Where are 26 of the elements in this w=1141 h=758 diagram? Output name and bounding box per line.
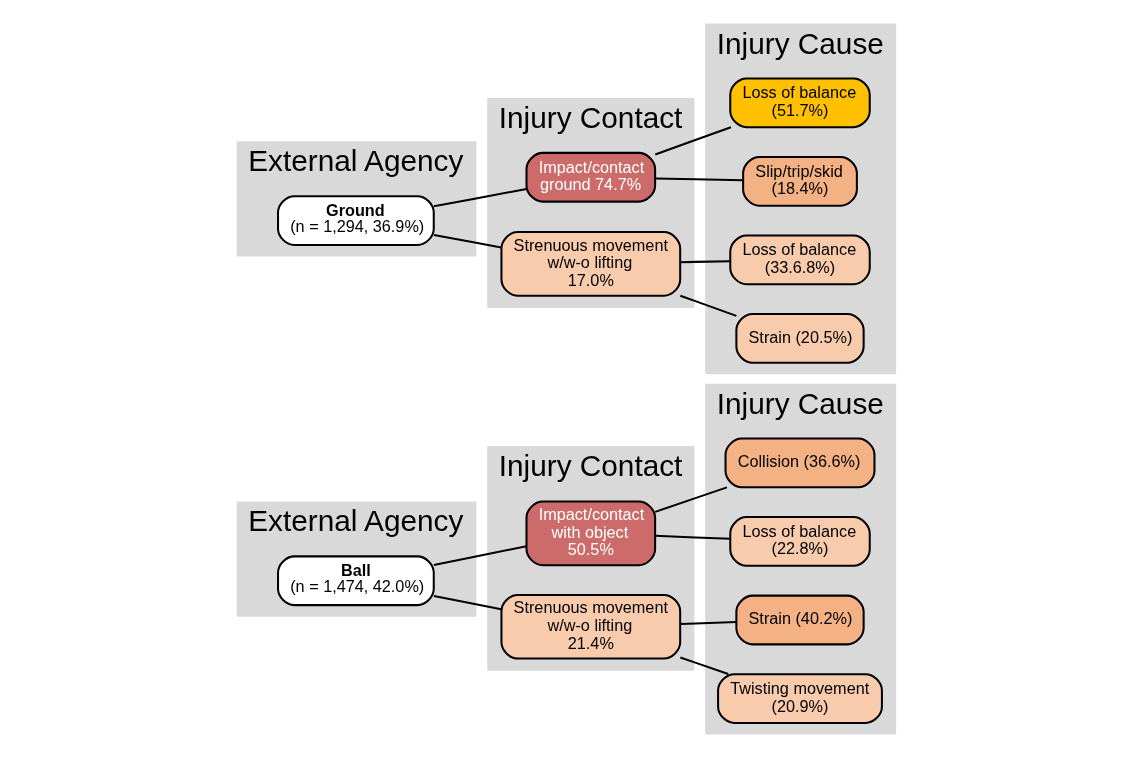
node-box: Loss of balance (51.7%) <box>729 77 871 129</box>
connector <box>433 545 527 567</box>
connector <box>680 621 737 625</box>
node-box: Impact/contact ground 74.7% <box>525 151 657 203</box>
node-box: Ground (n = 1,294, 36.9%) <box>277 195 435 246</box>
connector <box>654 126 732 156</box>
connector <box>433 233 502 249</box>
node-box: Twisting movement (20.9%) <box>717 673 883 724</box>
node-box: Ball (n = 1,474, 42.0%) <box>277 555 435 607</box>
node-box: Strain (20.5%) <box>735 313 865 364</box>
connector <box>433 188 527 208</box>
connector <box>680 294 737 317</box>
connector <box>433 594 502 611</box>
connector <box>655 177 743 182</box>
node-box: Strain (40.2%) <box>735 594 865 646</box>
node-box: Loss of balance (33.6.8%) <box>729 234 871 286</box>
connector <box>680 656 729 676</box>
node-box: Strenuous movement w/w-o lifting 21.4% <box>500 593 682 660</box>
connector <box>680 260 731 264</box>
node-box: Slip/trip/skid (18.4%) <box>742 155 858 207</box>
node-box: Loss of balance (22.8%) <box>729 516 871 567</box>
node-box: Impact/contact with object 50.5% <box>525 500 657 567</box>
connector <box>655 534 731 540</box>
connector <box>654 486 728 513</box>
node-box: Strenuous movement w/w-o lifting 17.0% <box>500 231 682 297</box>
node-box: Collision (36.6%) <box>724 437 876 489</box>
